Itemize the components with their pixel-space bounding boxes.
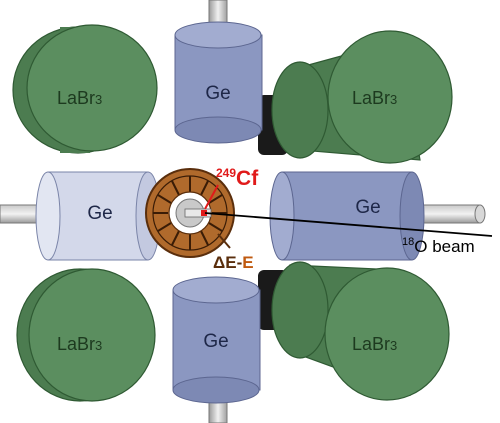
ge-detector-left (35, 171, 161, 261)
telescope-pointer (217, 233, 231, 249)
ge-label-right: Ge (355, 197, 380, 218)
ge-label-top: Ge (205, 83, 230, 104)
beam-label: 18O beam (402, 236, 475, 256)
labr3-label-top-left: LaBr3 (57, 88, 102, 108)
delta-e-e-ring (145, 168, 235, 258)
ge-detector-bottom (172, 276, 261, 404)
ge-label-bottom: Ge (203, 331, 228, 352)
labr3-detector-bottom-left (16, 268, 156, 402)
telescope-label: ΔE-E (213, 253, 254, 272)
labr3-label-top-right: LaBr3 (352, 88, 397, 108)
labr3-detector-top-right (271, 30, 453, 164)
beam-line (204, 212, 493, 237)
right-pipe (419, 204, 481, 224)
labr3-detector-bottom-right (271, 261, 450, 401)
labr3-label-bottom-left: LaBr3 (57, 334, 102, 354)
target-marker (201, 210, 207, 216)
ge-detector-top (174, 21, 263, 144)
target-label: 249Cf (216, 166, 259, 190)
ge-detector-right (269, 171, 425, 261)
labr3-label-bottom-right: LaBr3 (352, 334, 397, 354)
target-pointer (204, 184, 219, 210)
ge-label-left: Ge (87, 203, 112, 224)
labr3-detector-top-left (12, 24, 158, 154)
